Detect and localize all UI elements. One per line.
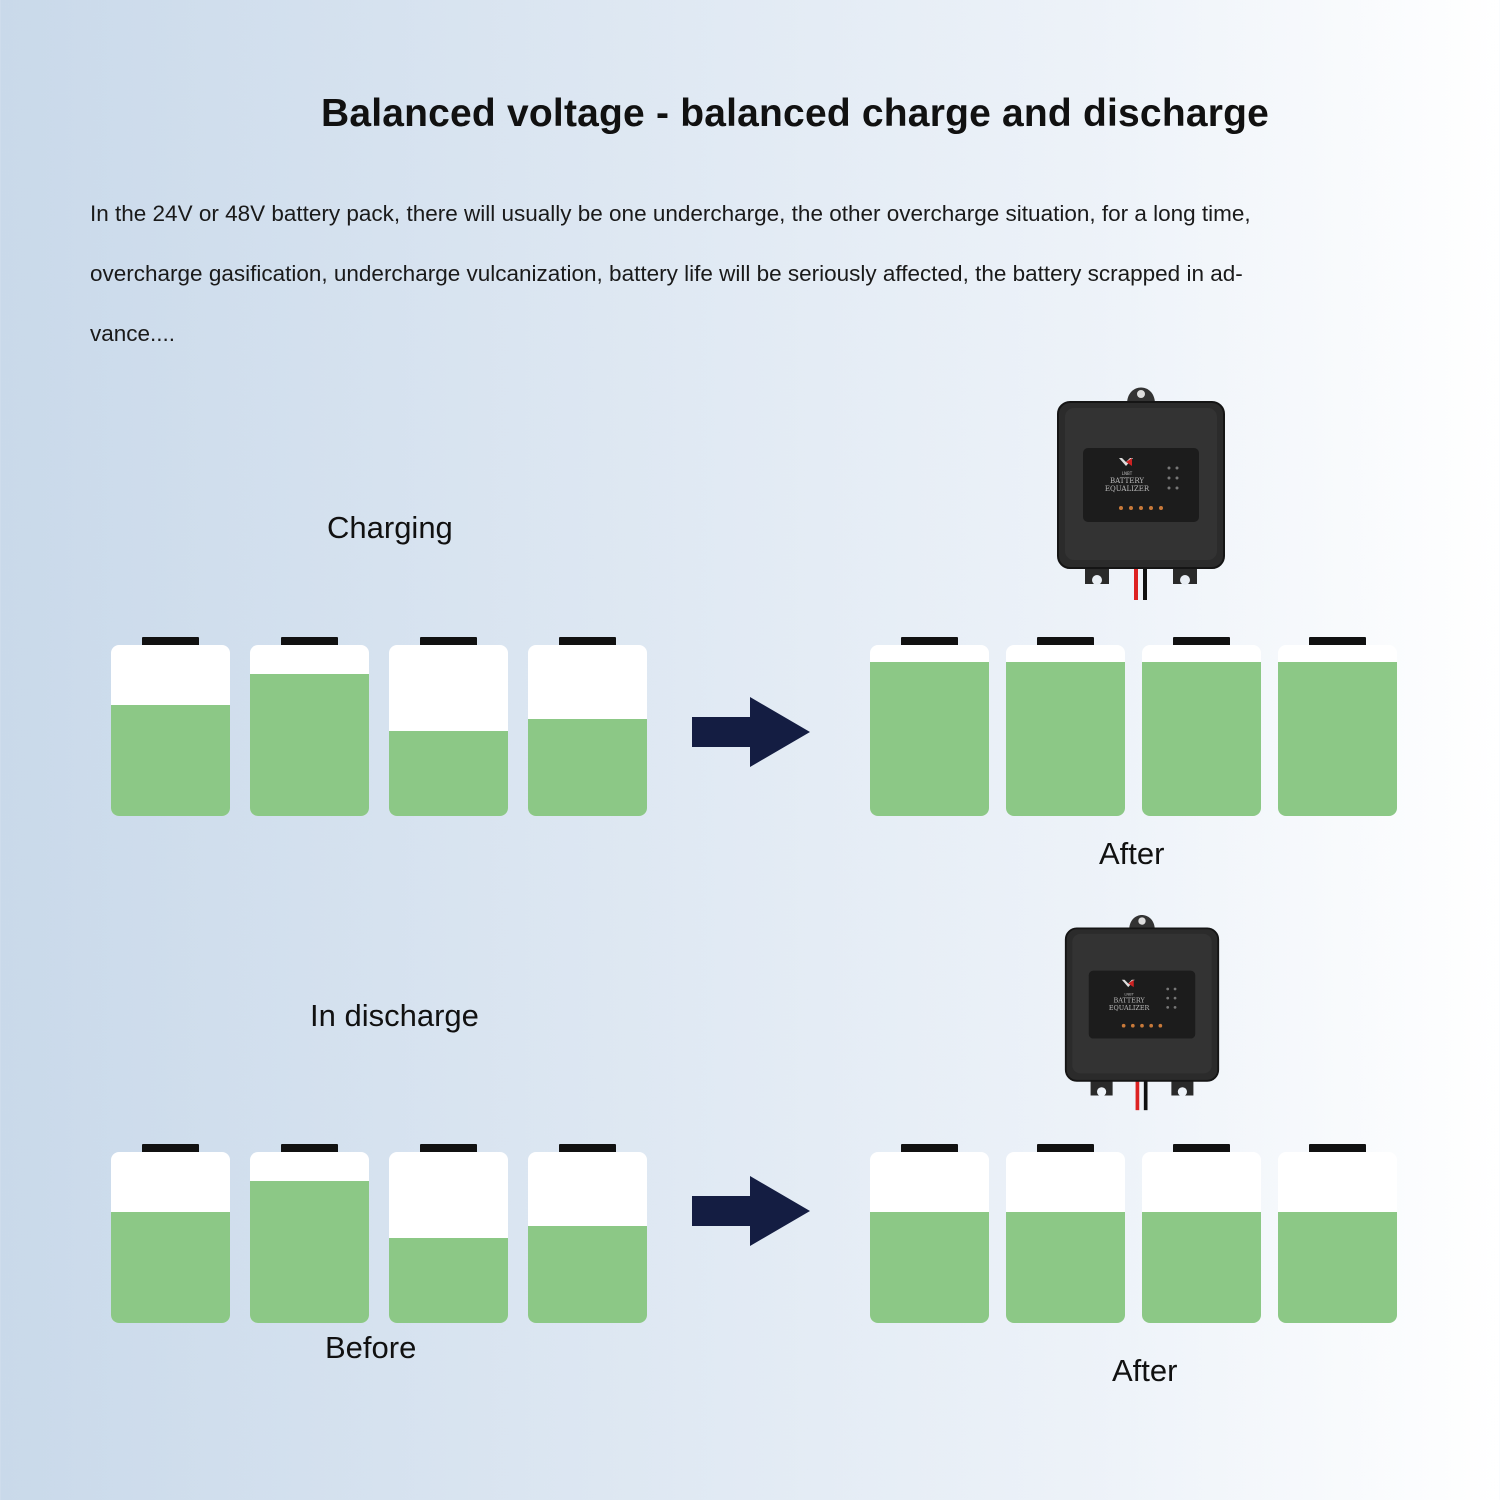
battery: [870, 637, 989, 816]
device-name-line2: EQUALIZER: [1105, 485, 1150, 493]
battery-fill: [1278, 1211, 1397, 1323]
description-line: vance....: [90, 321, 176, 346]
charging-label: Charging: [327, 510, 453, 545]
discharge-label: In discharge: [310, 998, 479, 1033]
battery-fill: [1006, 1211, 1125, 1323]
battery-fill: [389, 730, 508, 816]
description-line: overcharge gasification, undercharge vul…: [90, 261, 1243, 286]
device-name-line1: BATTERY: [1110, 477, 1144, 485]
right-arrow-icon: [692, 697, 810, 767]
battery: [389, 1144, 508, 1323]
battery-fill: [1278, 662, 1397, 816]
battery: [389, 637, 508, 816]
battery: [250, 637, 369, 816]
battery-equalizer-device-image: LNBT BATTERY EQUALIZER: [1057, 387, 1225, 600]
description-line: In the 24V or 48V battery pack, there wi…: [90, 201, 1251, 226]
device-brand: LNBT: [1124, 992, 1134, 996]
battery: [1278, 637, 1397, 816]
battery-fill: [1142, 1211, 1261, 1323]
battery-fill: [389, 1237, 508, 1323]
discharge-before-label: Before: [325, 1330, 417, 1365]
device-name-line2: EQUALIZER: [1109, 1004, 1150, 1012]
page-title: Balanced voltage - balanced charge and d…: [320, 92, 1270, 135]
battery: [111, 637, 230, 816]
battery-fill: [870, 662, 989, 816]
battery-fill: [1142, 662, 1261, 816]
battery: [1006, 1144, 1125, 1323]
device-name-line1: BATTERY: [1114, 997, 1146, 1005]
right-arrow-icon: [692, 1176, 810, 1246]
device-brand: LNBT: [1122, 471, 1133, 476]
charging-after-label: After: [1099, 836, 1165, 871]
battery: [111, 1144, 230, 1323]
battery-fill: [528, 1225, 647, 1323]
battery: [528, 637, 647, 816]
battery-fill: [111, 704, 230, 816]
battery: [1006, 637, 1125, 816]
battery-fill: [1006, 662, 1125, 816]
battery: [1278, 1144, 1397, 1323]
battery-fill: [111, 1211, 230, 1323]
battery-fill: [250, 1181, 369, 1323]
battery: [528, 1144, 647, 1323]
battery-fill: [528, 718, 647, 816]
battery: [1142, 1144, 1261, 1323]
battery-equalizer-device-image: LNBT BATTERY EQUALIZER: [1064, 915, 1220, 1111]
battery-fill: [250, 674, 369, 816]
battery: [870, 1144, 989, 1323]
battery: [250, 1144, 369, 1323]
battery-fill: [870, 1211, 989, 1323]
discharge-after-label: After: [1112, 1353, 1178, 1388]
description-paragraph: In the 24V or 48V battery pack, there wi…: [90, 184, 1400, 364]
battery: [1142, 637, 1261, 816]
